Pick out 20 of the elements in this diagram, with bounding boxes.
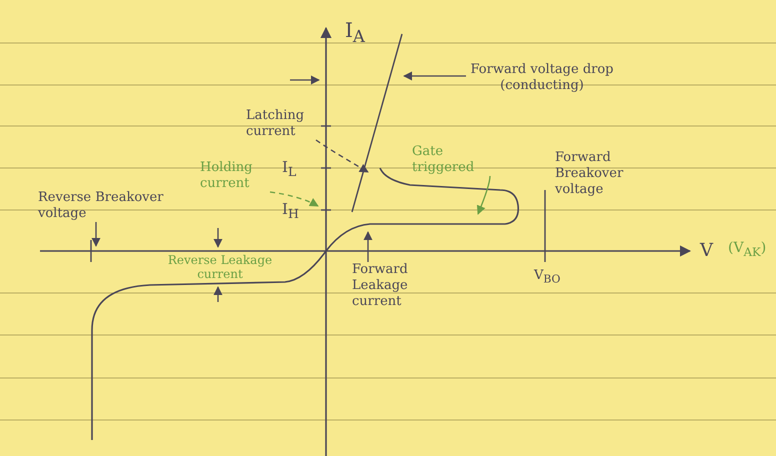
annotation-text: Forward Leakage current bbox=[352, 262, 432, 310]
tick-label: I$_{L}$ bbox=[282, 158, 296, 181]
leader-line bbox=[316, 139, 369, 173]
annotation-text: Reverse Leakage current bbox=[166, 253, 274, 281]
annotation-text: Forward voltage drop (conducting) bbox=[466, 62, 618, 94]
axis-label: V bbox=[700, 240, 713, 262]
annotation-text: Reverse Breakover voltage bbox=[38, 190, 208, 222]
leader-line bbox=[363, 231, 373, 262]
axis-label: (V$_{AK}$) bbox=[728, 240, 766, 261]
tick-label: V$_{BO}$ bbox=[534, 268, 560, 288]
leader-line bbox=[403, 71, 466, 81]
annotation-text: Latching current bbox=[246, 108, 316, 140]
tick-label: I$_{H}$ bbox=[282, 200, 299, 223]
annotation-text: Forward Breakover voltage bbox=[555, 150, 624, 198]
leader-line bbox=[476, 176, 491, 215]
axis-label: I$_{A}$ bbox=[345, 18, 365, 48]
annotation-text: Gate triggered bbox=[412, 144, 502, 176]
leader-line bbox=[91, 222, 101, 247]
leader-line bbox=[270, 191, 319, 207]
annotation-text: Holding current bbox=[200, 160, 270, 192]
